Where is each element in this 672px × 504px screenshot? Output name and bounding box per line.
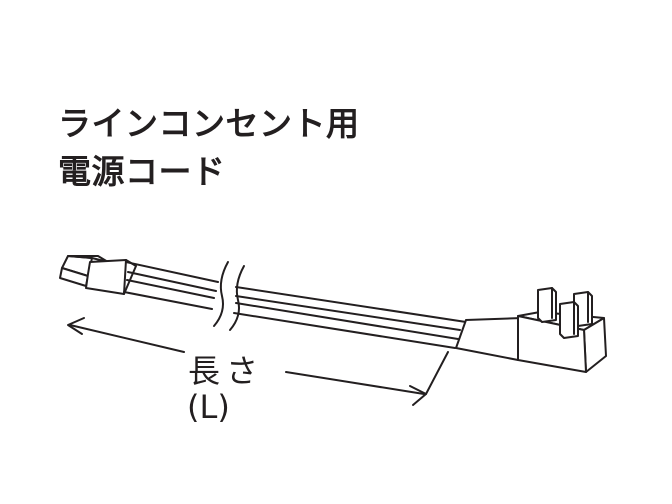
connector-housing [85, 259, 137, 295]
cable-edge-middle-2-r [235, 302, 459, 340]
length-label: 長さ [188, 352, 265, 390]
cable-break-mark [213, 261, 245, 331]
diagram-title: ラインコンセント用 電源コード [58, 100, 360, 196]
dimension-line-right [285, 371, 425, 395]
left-connector [59, 255, 137, 295]
connector-housing-edge [123, 259, 127, 295]
cable-right-segment [233, 286, 467, 349]
cable-edge-middle-1-r [235, 295, 461, 331]
length-dimension [67, 317, 449, 406]
cable-edge-middle-1 [127, 271, 217, 292]
strain-relief-boot [455, 317, 523, 361]
prong-front [559, 301, 579, 339]
break-line-left [213, 261, 229, 327]
cable-edge-top-r [235, 286, 467, 323]
arrowhead-left [67, 317, 85, 335]
cable-edge-bottom-r [233, 312, 456, 349]
title-line-2: 電源コード [58, 152, 226, 191]
prong-left [537, 287, 557, 323]
dimension-line-left [69, 324, 185, 353]
arrowhead-right [409, 385, 427, 406]
cable-edge-middle-2 [126, 279, 215, 299]
break-line-right [229, 265, 245, 331]
cable-left-segment [123, 261, 219, 310]
title-line-1: ラインコンセント用 [58, 104, 360, 143]
plug-prongs [537, 287, 593, 339]
length-symbol: (L) [187, 388, 230, 426]
cable-edge-top [125, 261, 219, 283]
extension-line-right [425, 351, 449, 395]
cable-edge-bottom [123, 291, 213, 310]
